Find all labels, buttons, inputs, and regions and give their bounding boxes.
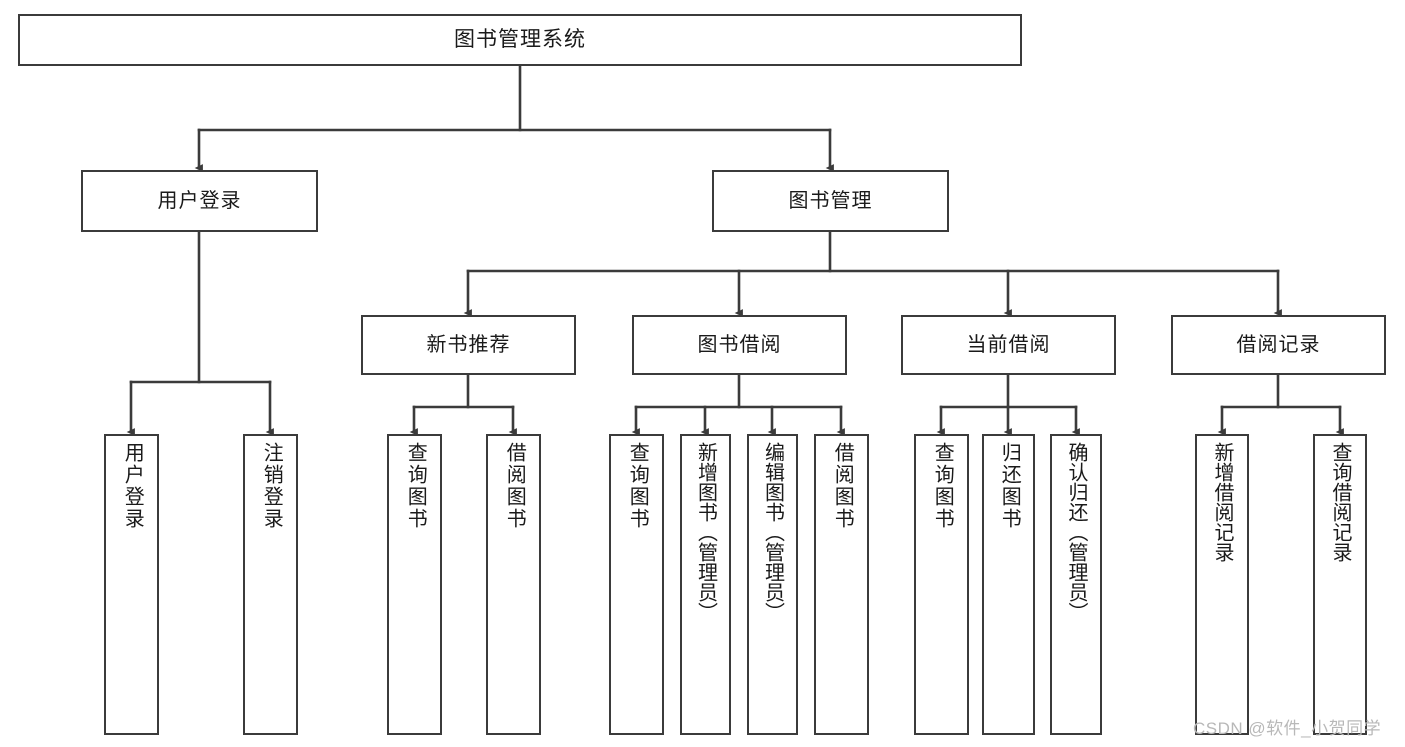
- node-label: 新增借阅记录: [1211, 442, 1233, 562]
- node-label: 注销登录: [260, 442, 283, 530]
- leaf-borrow-edit-book-admin[interactable]: 编辑图书（管理员）: [747, 434, 798, 735]
- node-label: 新书推荐: [426, 334, 511, 356]
- leaf-current-query-book[interactable]: 查询图书: [914, 434, 969, 735]
- leaf-logout[interactable]: 注销登录: [243, 434, 298, 735]
- node-root-book-management-system[interactable]: 图书管理系统: [18, 14, 1022, 66]
- node-book-borrowing[interactable]: 图书借阅: [632, 315, 847, 375]
- node-label: 借阅记录: [1236, 334, 1321, 356]
- leaf-recommend-query-book[interactable]: 查询图书: [387, 434, 442, 735]
- node-label: 查询图书: [931, 442, 954, 530]
- node-label: 图书管理系统: [454, 28, 586, 52]
- node-label: 图书借阅: [697, 334, 782, 356]
- node-label: 用户登录: [121, 442, 144, 530]
- node-current-borrowing[interactable]: 当前借阅: [901, 315, 1116, 375]
- node-book-management[interactable]: 图书管理: [712, 170, 949, 232]
- node-label: 借阅图书: [503, 442, 526, 530]
- leaf-record-query-borrow-record[interactable]: 查询借阅记录: [1313, 434, 1367, 735]
- leaf-borrow-add-book-admin[interactable]: 新增图书（管理员）: [680, 434, 731, 735]
- node-label: 查询借阅记录: [1329, 442, 1351, 562]
- node-label: 确认归还（管理员）: [1065, 442, 1087, 622]
- node-label: 归还图书: [998, 442, 1021, 530]
- node-user-login[interactable]: 用户登录: [81, 170, 318, 232]
- node-label: 查询图书: [404, 442, 427, 530]
- node-label: 当前借阅: [966, 334, 1051, 356]
- leaf-user-login[interactable]: 用户登录: [104, 434, 159, 735]
- watermark: CSDN @软件_小贺同学: [1193, 719, 1382, 738]
- node-label: 查询图书: [626, 442, 649, 530]
- leaf-current-return-book[interactable]: 归还图书: [982, 434, 1035, 735]
- node-new-book-recommendation[interactable]: 新书推荐: [361, 315, 576, 375]
- leaf-record-add-borrow-record[interactable]: 新增借阅记录: [1195, 434, 1249, 735]
- leaf-current-confirm-return-admin[interactable]: 确认归还（管理员）: [1050, 434, 1102, 735]
- node-borrowing-record[interactable]: 借阅记录: [1171, 315, 1386, 375]
- leaf-borrow-query-book[interactable]: 查询图书: [609, 434, 664, 735]
- node-label: 用户登录: [157, 190, 242, 212]
- node-label: 图书管理: [788, 190, 873, 212]
- leaf-borrow-borrow-book[interactable]: 借阅图书: [814, 434, 869, 735]
- node-label: 借阅图书: [831, 442, 854, 530]
- node-label: 新增图书（管理员）: [694, 442, 717, 622]
- node-label: 编辑图书（管理员）: [761, 442, 784, 622]
- leaf-recommend-borrow-book[interactable]: 借阅图书: [486, 434, 541, 735]
